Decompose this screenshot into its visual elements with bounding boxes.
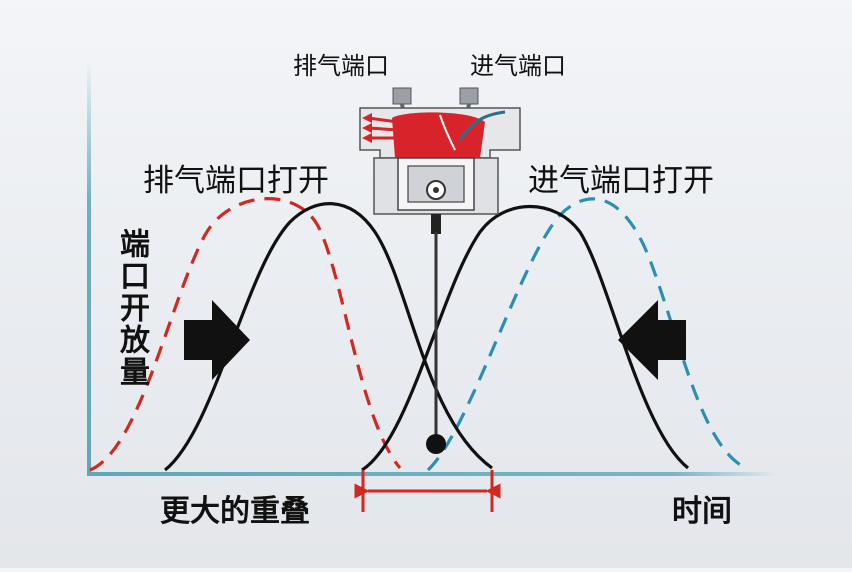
y-axis xyxy=(87,60,91,476)
intake-port-label: 进气端口 xyxy=(470,52,566,80)
intake-open-dashed-curve xyxy=(426,197,743,472)
intake-port-open-label: 进气端口打开 xyxy=(528,163,714,199)
overlap-range-marker xyxy=(354,470,501,512)
exhaust-port-label: 排气端口 xyxy=(293,52,389,80)
x-axis xyxy=(87,472,777,476)
exhaust-open-curve xyxy=(163,202,493,472)
exhaust-port-open-label: 排气端口打开 xyxy=(143,163,329,199)
shift-left-arrow-icon xyxy=(618,300,686,380)
x-axis-label: 时间 xyxy=(672,494,732,529)
shift-right-arrow-icon xyxy=(184,300,250,380)
intake-open-curve xyxy=(361,204,689,472)
exhaust-open-dashed-curve xyxy=(89,197,402,472)
engine-cylinder-illustration xyxy=(359,87,521,454)
overlap-label: 更大的重叠 xyxy=(160,494,310,529)
y-axis-label: 端口开放量 xyxy=(114,228,149,388)
